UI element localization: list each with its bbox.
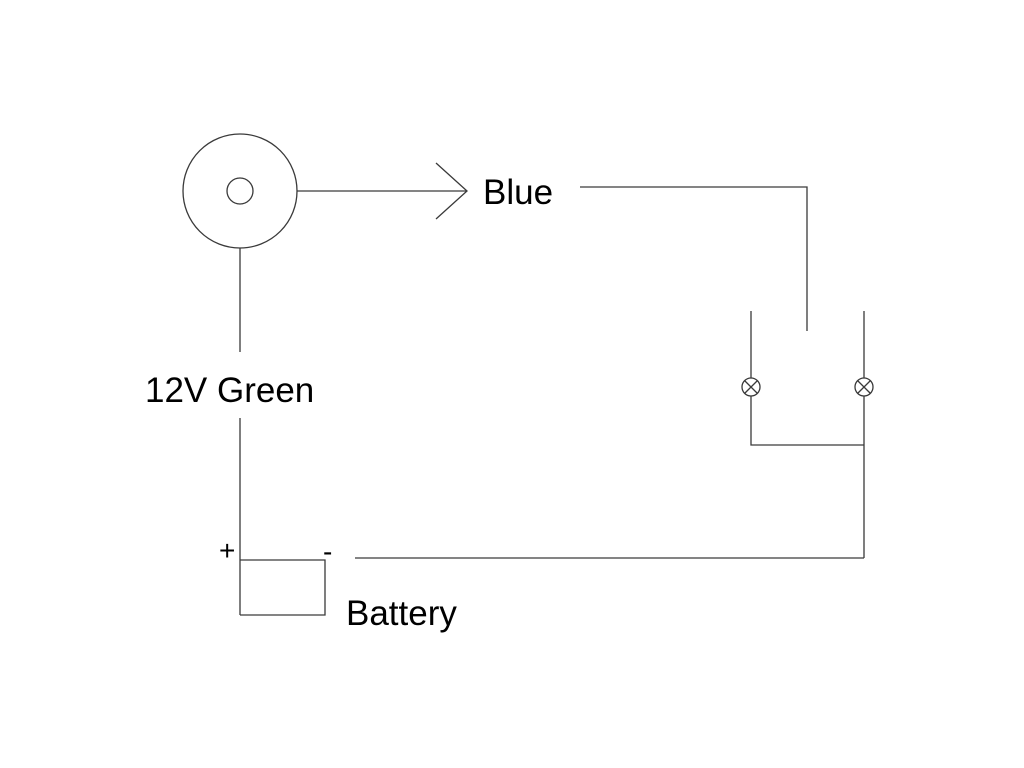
battery-icon <box>239 532 326 616</box>
green-label: 12V Green <box>145 371 314 410</box>
lamp-assembly <box>741 311 874 558</box>
battery-body <box>240 559 326 616</box>
lamp-right-icon <box>854 377 874 397</box>
battery-label: Battery <box>346 594 457 633</box>
battery-positive-sign: + <box>219 535 235 566</box>
blue-wire-arrow-head <box>435 162 468 220</box>
lamp-left-icon <box>741 377 761 397</box>
battery-negative-sign: - <box>323 536 332 567</box>
ring-terminal <box>182 133 298 249</box>
blue-label: Blue <box>483 173 553 212</box>
ring-terminal-inner <box>226 177 254 205</box>
lamp-common-return <box>750 396 864 446</box>
blue-wire-to-lamps <box>580 186 808 331</box>
blue-wire <box>297 162 808 331</box>
